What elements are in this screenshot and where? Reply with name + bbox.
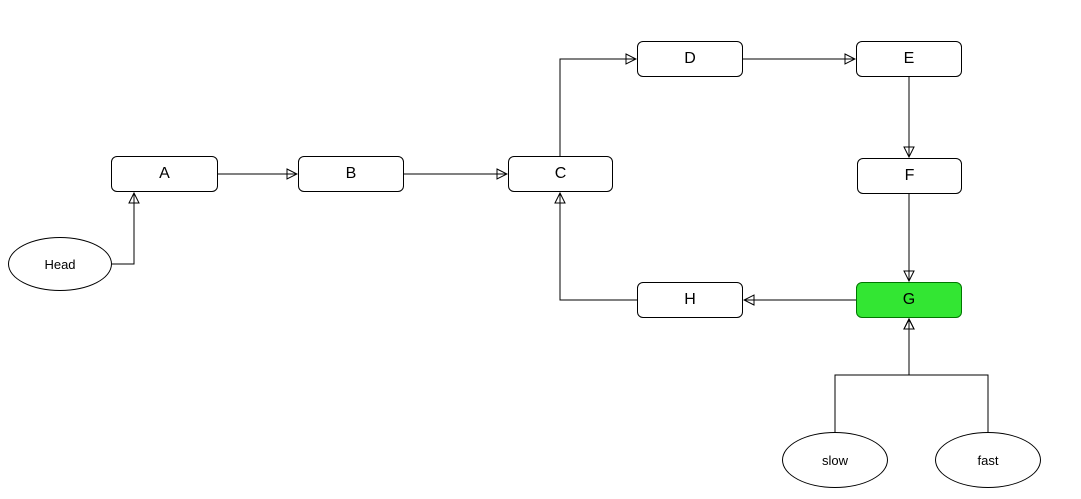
node-g-label: G: [902, 291, 916, 308]
node-a: A: [111, 156, 218, 192]
edge-fast-g: [909, 319, 989, 432]
node-head: Head: [8, 237, 112, 291]
node-slow-pointer: slow: [782, 432, 888, 488]
edge-h-c: [560, 193, 637, 301]
node-b-label: B: [345, 165, 357, 182]
node-h: H: [637, 282, 743, 318]
node-fast-pointer: fast: [935, 432, 1041, 488]
node-slow-label: slow: [821, 452, 848, 468]
node-e: E: [856, 41, 962, 77]
node-fast-label: fast: [977, 452, 999, 468]
node-a-label: A: [159, 165, 170, 182]
node-g: G: [856, 282, 962, 318]
node-d: D: [637, 41, 743, 77]
node-c: C: [508, 156, 613, 192]
node-c-label: C: [554, 165, 567, 182]
node-f-label: F: [904, 167, 915, 184]
node-h-label: H: [684, 291, 696, 308]
node-f: F: [857, 158, 962, 194]
node-d-label: D: [684, 50, 696, 67]
edge-slow-g: [834, 319, 909, 432]
node-b: B: [298, 156, 404, 192]
node-head-label: Head: [44, 256, 76, 272]
edge-head-a: [112, 193, 134, 265]
node-e-label: E: [903, 50, 915, 67]
edge-c-d: [559, 59, 636, 156]
